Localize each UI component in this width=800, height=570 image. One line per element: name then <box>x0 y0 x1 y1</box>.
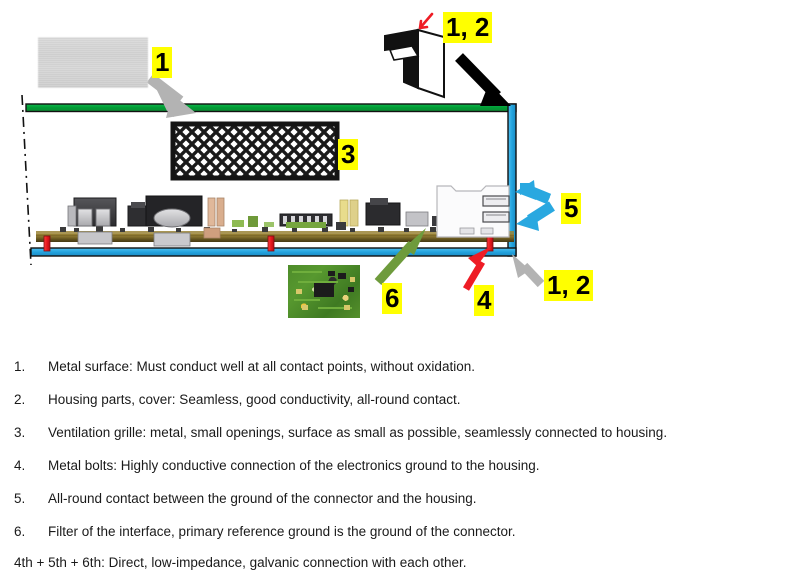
list-item-number: 1. <box>14 359 26 374</box>
list-item: 2. Housing parts, cover: Seamless, good c… <box>14 392 794 407</box>
list-item-text: Housing parts, cover: Seamless, good con… <box>48 392 461 407</box>
filter-pcb-photo-inset <box>288 265 360 318</box>
list-item: 1. Metal surface: Must conduct well at al… <box>14 359 794 374</box>
metal-bolt-middle <box>267 235 275 252</box>
callout-6: 6 <box>382 283 403 314</box>
callout-arrow-5-cyan-lower <box>516 201 555 231</box>
requirements-list: 1. Metal surface: Must conduct well at al… <box>0 340 800 570</box>
list-item-number: 5. <box>14 491 26 506</box>
housing-cover-corner-icon <box>384 12 445 99</box>
list-item: 6. Filter of the interface, primary refer… <box>14 524 794 539</box>
interface-connector <box>436 185 510 238</box>
list-item-number: 4. <box>14 458 26 473</box>
diagram-vector-layer <box>21 12 555 291</box>
list-item: 5. All-round contact between the ground o… <box>14 491 794 506</box>
metal-bolt-left <box>43 235 51 252</box>
list-item-number: 6. <box>14 524 26 539</box>
list-item-number: 2. <box>14 392 26 407</box>
callout-arrow-4-red <box>462 246 492 291</box>
callout-arrow-1-gray <box>146 73 196 118</box>
callout-arrow-5-cyan-upper <box>515 180 552 205</box>
list-summary: 4th + 5th + 6th: Direct, low-impedance, … <box>14 555 467 570</box>
callout-5: 5 <box>561 193 582 224</box>
list-item-number: 3. <box>14 425 26 440</box>
list-item-text: Ventilation grille: metal, small opening… <box>48 425 668 440</box>
ventilation-grille <box>170 121 340 181</box>
centerline-dash-dot <box>21 94 32 266</box>
callout-arrow-6-green <box>374 228 426 286</box>
pcb-cross-section <box>36 195 514 247</box>
callout-1-2-bottom: 1, 2 <box>544 270 594 301</box>
list-item-text: Metal surface: Must conduct well at all … <box>48 359 475 374</box>
callout-arrow-1-2-gray <box>512 254 545 288</box>
metal-surface-swatch <box>38 37 148 88</box>
callout-1: 1 <box>152 47 173 78</box>
callout-3: 3 <box>338 139 359 170</box>
list-item-text: All-round contact between the ground of … <box>48 491 477 506</box>
callout-1-2-top: 1, 2 <box>443 12 493 43</box>
list-item-text: Filter of the interface, primary referen… <box>48 524 516 539</box>
callout-arrow-1-2-black <box>455 53 511 106</box>
housing-cross-section-diagram: 1 1, 2 3 5 1, 2 4 6 <box>21 12 594 318</box>
list-item: 4. Metal bolts: Highly conductive connect… <box>14 458 794 473</box>
list-item-text: Metal bolts: Highly conductive connectio… <box>48 458 540 473</box>
callout-4: 4 <box>474 285 495 316</box>
list-item: 3. Ventilation grille: metal, small openi… <box>14 425 794 440</box>
housing-cover-green-rail <box>25 103 517 113</box>
